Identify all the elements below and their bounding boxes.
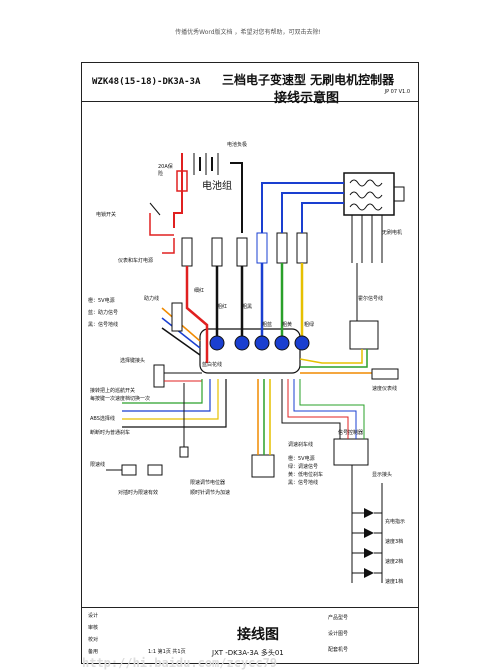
label-wire-green: 粗绿 bbox=[304, 322, 315, 328]
footer-title-block: 设计 审核 校对 备用 接线图 JXT -DK3A-3A 多头01 1:1 第1… bbox=[82, 607, 418, 664]
label-led-2: 速度2档 bbox=[385, 559, 404, 565]
footer-row-spare: 备用 bbox=[88, 649, 99, 655]
label-brake-orange: 橙：5V电源 bbox=[288, 456, 315, 462]
label-speed-meter: 速度仪表线 bbox=[372, 386, 398, 392]
wiring-diagram bbox=[106, 153, 405, 583]
label-power-lock: 电池负极 bbox=[227, 142, 248, 148]
label-brake-cut: 断断时为普通刹车 bbox=[90, 430, 131, 436]
label-led-charge: 充电指示 bbox=[385, 519, 406, 525]
battery-symbol bbox=[193, 153, 219, 175]
model-code: WZK48(15-18)-DK3A-3A bbox=[92, 77, 201, 87]
label-led-3: 速度3档 bbox=[385, 539, 404, 545]
label-blue-assist: 蓝：助力信号 bbox=[88, 310, 119, 316]
label-wire-blue: 粗蓝 bbox=[262, 322, 273, 328]
controller-body bbox=[199, 328, 301, 374]
label-brake-black: 黑：信号地线 bbox=[288, 480, 319, 486]
label-orange-5v: 橙：5V电源 bbox=[88, 298, 115, 304]
label-speed-limit: 限速线 bbox=[90, 462, 106, 468]
diagram-subtitle: 接线示意图 bbox=[274, 91, 340, 106]
hall-connector bbox=[349, 320, 379, 350]
label-assist: 助力线 bbox=[144, 296, 160, 302]
label-wire-red: 粗红 bbox=[217, 304, 228, 310]
motor-symbol bbox=[343, 172, 405, 216]
label-self-learn: 蓝白花线 bbox=[202, 362, 223, 368]
label-brake-head: 调速刹车线 bbox=[288, 442, 314, 448]
label-cruise-switch: 每按键一次速度档切换一次 bbox=[90, 396, 151, 402]
label-wire-black: 粗黑 bbox=[242, 304, 253, 310]
footer-design-number: 设计图号 bbox=[328, 631, 349, 637]
watermark: http://hi.baidu.com/zcycc79 bbox=[82, 656, 278, 670]
label-battery: 电池组 bbox=[202, 181, 232, 192]
label-cruise: 接转把上的巡航开关 bbox=[90, 388, 136, 394]
led-chain bbox=[351, 465, 383, 583]
footer-row-check: 校对 bbox=[88, 637, 99, 643]
drawing-sheet: WZK48(15-18)-DK3A-3A 三档电子变速型 无刷电机控制器 接线示… bbox=[81, 62, 419, 664]
label-led-1: 速度1档 bbox=[385, 579, 404, 585]
label-key-switch: 电锁开关 bbox=[96, 212, 117, 218]
label-speed-limit-note: 对插时为限速有效 bbox=[118, 490, 159, 496]
version-label: JP 07 V1.0 bbox=[384, 89, 410, 95]
footer-row-design: 设计 bbox=[88, 613, 99, 619]
label-abs: ABS选择线 bbox=[90, 416, 115, 422]
brake-connector bbox=[251, 454, 275, 478]
label-black-ground: 黑：信号地线 bbox=[88, 322, 119, 328]
label-indicator: 显示接头 bbox=[372, 472, 393, 478]
indicator-box bbox=[333, 438, 369, 466]
power-connectors bbox=[181, 232, 308, 267]
title-block: WZK48(15-18)-DK3A-3A 三档电子变速型 无刷电机控制器 接线示… bbox=[82, 63, 418, 106]
label-wire-thin-red: 细红 bbox=[194, 288, 205, 294]
footer-drawing-title: 接线图 bbox=[237, 627, 279, 643]
label-wire-yellow: 粗黄 bbox=[282, 322, 293, 328]
label-hall: 霍尔信号线 bbox=[358, 296, 384, 302]
footer-product-model: 产品型号 bbox=[328, 615, 349, 621]
footer-scale: 1:1 第1页 共1页 bbox=[148, 649, 186, 655]
label-pot: 限速调节电位器 bbox=[190, 480, 226, 486]
label-pot-note: 顺时针调节为加速 bbox=[190, 490, 231, 496]
label-motor: 无刷电机 bbox=[382, 230, 403, 236]
header-note: 传播优秀Word版文档 ，希望对您有帮助，可双击去除! bbox=[175, 29, 321, 36]
footer-row-review: 审核 bbox=[88, 625, 99, 631]
title-cn: 三档电子变速型 无刷电机控制器 bbox=[222, 73, 395, 87]
footer-code: JXT -DK3A-3A 多头01 bbox=[212, 649, 284, 657]
label-fuse: 20A保险 bbox=[158, 164, 173, 177]
label-signal-box: 信号控制器 bbox=[338, 430, 364, 436]
label-gear-select: 选择键接头 bbox=[120, 358, 146, 364]
footer-machine-number: 配套机号 bbox=[328, 647, 349, 653]
label-brake-yellow: 黄：低电位刹车 bbox=[288, 472, 324, 478]
label-meter-light: 仪表和车灯电源 bbox=[118, 258, 154, 264]
label-brake-green: 绿：调速信号 bbox=[288, 464, 319, 470]
